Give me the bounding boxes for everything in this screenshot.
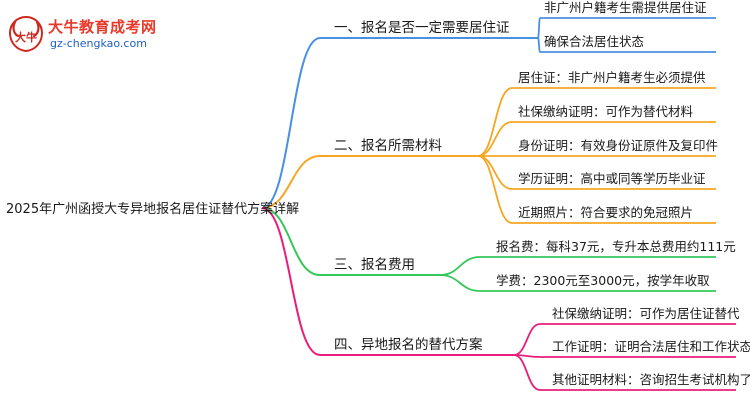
leaf-connector xyxy=(439,256,481,276)
leaf-connector xyxy=(513,354,541,391)
node-labels: 一、报名是否一定需要居住证 非广州户籍考生需提供居住证确保合法居住状态二、报名所需… xyxy=(334,0,750,387)
leaf-node: 身份证明：有效身份证原件及复印件 xyxy=(518,138,718,153)
logo-title: 大牛教育成考网 xyxy=(48,18,157,36)
leaf-node: 近期照片：符合要求的免冠照片 xyxy=(518,205,693,220)
branch-connector xyxy=(261,155,321,209)
branch-node: 一、报名是否一定需要居住证 xyxy=(334,20,510,36)
leaf-node: 非广州户籍考生需提供居住证 xyxy=(544,0,707,15)
leaf-connector xyxy=(513,323,541,356)
leaf-node: 社保缴纳证明：可作为居住证替代 xyxy=(552,306,740,321)
leaf-node: 社保缴纳证明：可作为替代材料 xyxy=(518,104,694,119)
branch-connector xyxy=(261,37,321,209)
node-underlines xyxy=(320,17,736,391)
leaf-connector xyxy=(477,121,513,157)
leaf-node: 学历证明：高中或同等学历毕业证 xyxy=(518,171,706,186)
leaf-node: 居住证：非广州户籍考生必须提供 xyxy=(518,70,706,85)
leaf-connector xyxy=(439,274,481,292)
leaf-connector xyxy=(477,155,513,224)
branch-connector xyxy=(261,207,321,276)
branch-node: 二、报名所需材料 xyxy=(334,138,442,154)
connector-lines xyxy=(261,17,541,391)
leaf-connector xyxy=(537,37,541,53)
leaf-node: 报名费：每科37元，专升本总费用约111元 xyxy=(496,239,736,254)
leaf-node: 学费：2300元至3000元，按学年收取 xyxy=(496,273,710,288)
leaf-connector xyxy=(477,87,513,157)
leaf-connector xyxy=(537,17,541,39)
site-logo[interactable]: 大牛 大牛教育成考网 gz-chengkao.com xyxy=(6,14,176,56)
branch-connector xyxy=(261,207,321,356)
branch-node: 四、异地报名的替代方案 xyxy=(334,336,483,353)
ox-emblem-icon: 大牛 xyxy=(8,15,44,53)
branch-node: 三、报名费用 xyxy=(334,257,415,273)
leaf-node: 确保合法居住状态 xyxy=(544,34,644,49)
root-node: 2025年广州函授大专异地报名居住证替代方案详解 xyxy=(6,201,299,217)
logo-emblem-text: 大牛 xyxy=(15,30,37,44)
leaf-connector xyxy=(477,155,513,190)
leaf-node: 工作证明：证明合法居住和工作状态 xyxy=(552,339,750,354)
logo-url: gz-chengkao.com xyxy=(50,37,147,50)
leaf-node: 其他证明材料：咨询招生考试机构了解 xyxy=(552,372,750,387)
